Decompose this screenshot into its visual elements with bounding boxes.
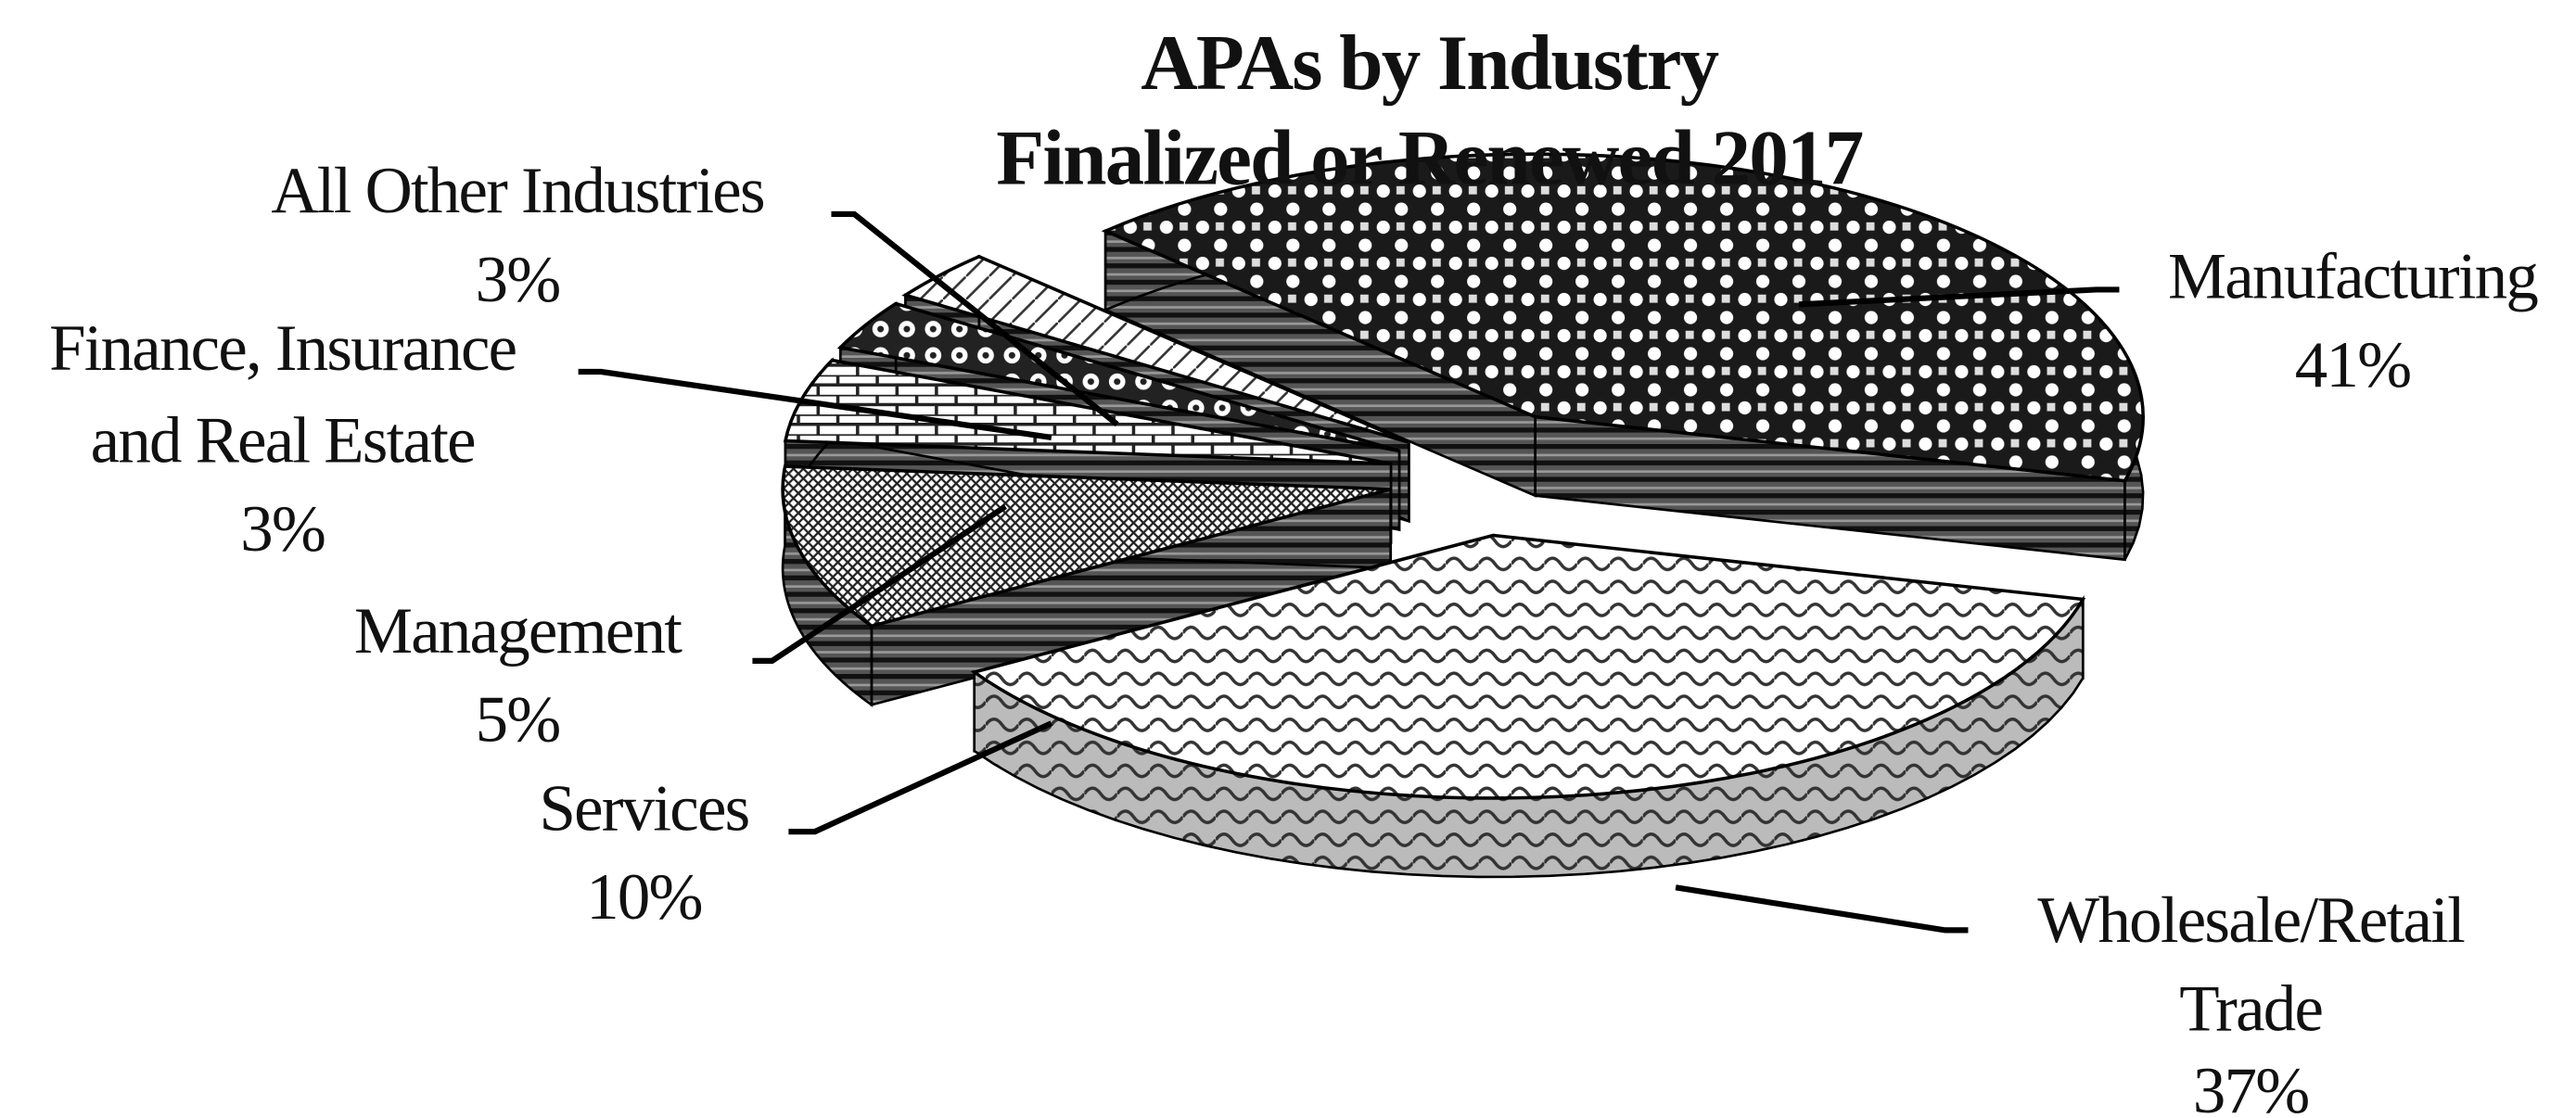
slice-top-face [901, 254, 1410, 444]
slice-top-face [970, 533, 2086, 800]
label-wholesale-line-2: Trade [2179, 972, 2322, 1045]
pct-wholesale: 37% [2193, 1055, 2309, 1118]
leader-line-finance [578, 368, 1052, 440]
pct-all-other-industries: 3% [476, 244, 560, 316]
label-manufacturing: Manufacturing [2168, 240, 2538, 312]
slice-top-face [836, 301, 1400, 453]
label-finance-line-1: Finance, Insurance [49, 312, 516, 385]
label-all-other-industries: All Other Industries [271, 155, 764, 227]
leader-line-services [788, 720, 1053, 835]
slice-top-face [781, 464, 1392, 629]
leader-line-wholesale [1675, 884, 1969, 934]
leader-line-management [752, 503, 1007, 664]
pie-slices [781, 152, 2145, 879]
pie-slice-1 [970, 533, 2086, 879]
chart-title-line-1: APAs by Industry [1141, 19, 1718, 107]
label-finance-line-2: and Real Estate [91, 404, 475, 476]
pct-services: 10% [586, 861, 702, 934]
leader-line-all-other [831, 210, 1119, 427]
pct-manufacturing: 41% [2295, 329, 2411, 401]
chart-title-line-2: Finalized or Renewed 2017 [996, 115, 1863, 202]
pct-finance: 3% [240, 493, 325, 565]
pie-slice-2 [781, 464, 1392, 707]
label-services: Services [540, 772, 749, 845]
pct-management: 5% [476, 684, 560, 756]
pie-slice-0 [1101, 152, 2145, 562]
slice-top-face [1101, 152, 2145, 483]
label-management: Management [354, 595, 682, 667]
label-wholesale-line-1: Wholesale/Retail [2037, 884, 2465, 957]
leader-line-manufacturing [1798, 286, 2120, 308]
